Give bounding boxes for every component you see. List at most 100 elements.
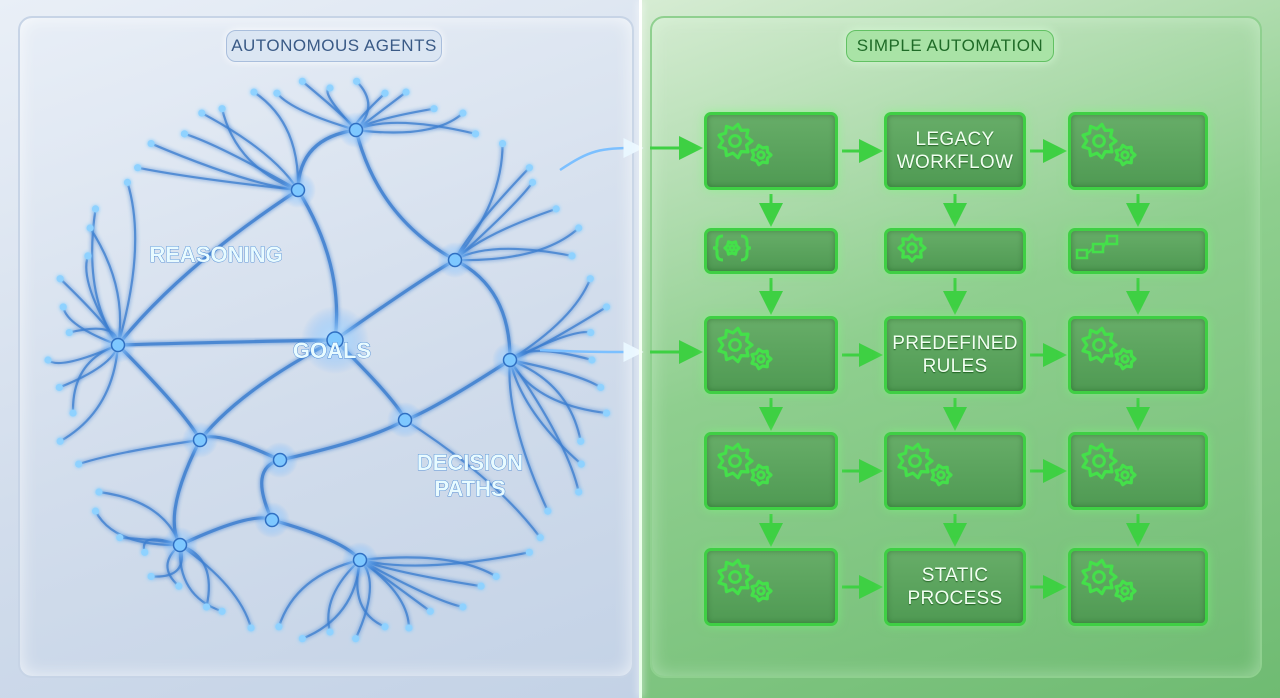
network-branch [508,358,580,494]
network-branch [358,556,498,578]
workflow-box-r1c2: LEGACY WORKFLOW [884,112,1026,190]
network-endpoint [568,252,576,260]
workflow-box-r4c1 [704,432,838,510]
network-endpoint [275,623,283,631]
network-endpoint [59,303,67,311]
network-hub [397,412,413,428]
network-endpoint [326,628,334,636]
network-link [354,128,457,262]
workflow-box-r5c3 [1068,548,1208,626]
network-endpoint [91,205,100,213]
workflow-box-r2c3 [1068,228,1208,274]
network-endpoint [426,607,434,615]
network-endpoint [202,603,211,611]
network-endpoint [298,635,306,643]
workflow-box-r4c3 [1068,432,1208,510]
network-hub [447,252,463,268]
network-hub [502,352,518,368]
node-label-goals: GOALS [293,338,371,363]
network-endpoint [602,409,611,417]
network-endpoint [218,607,226,615]
network-endpoint [525,548,534,556]
workflow-box-r2c2 [884,228,1026,274]
network-link [116,188,300,347]
network-endpoint [471,130,480,138]
network-branch [453,226,580,262]
network-hub [348,122,364,138]
network-endpoint [492,572,500,581]
network-endpoint [55,383,63,392]
simple-automation-title: SIMPLE AUTOMATION [846,30,1054,62]
network-endpoint [459,603,467,611]
network-endpoint [247,624,255,632]
network-endpoint [91,507,100,515]
workflow-box-r5c2: STATIC PROCESS [884,548,1026,626]
workflow-box-r3c2: PREDEFINED RULES [884,316,1026,394]
right-panel-frame [650,16,1262,678]
network-endpoint [552,205,560,213]
network-endpoint [525,164,534,172]
network-branch [183,132,300,192]
network-endpoint [273,89,281,97]
network-hub [272,452,288,468]
workflow-box-label: LEGACY WORKFLOW [896,129,1014,173]
network-endpoint [86,224,94,232]
network-endpoint [218,105,226,113]
network-endpoint [536,534,544,542]
network-endpoint [381,89,389,97]
workflow-box-r2c1 [704,228,838,274]
network-endpoint [175,582,183,590]
network-branch [77,438,202,466]
workflow-box-r3c1 [704,316,838,394]
network-hub [192,432,208,448]
network-endpoint [65,328,73,337]
network-endpoint [353,77,361,85]
network-endpoint [597,383,605,392]
network-endpoint [326,84,334,92]
network-endpoint [477,582,485,590]
network-endpoint [69,409,77,417]
network-endpoint [147,572,155,581]
network-branch [116,181,137,347]
connector-top-arrow [559,138,644,172]
network-endpoint [147,139,155,148]
network-endpoint [588,356,596,364]
network-dots [44,77,611,643]
network-hub [264,512,280,528]
network-endpoint [250,88,258,96]
network-hub [172,537,188,553]
network-endpoint [498,139,507,148]
network-hubs [100,112,528,578]
network-hub [290,182,306,198]
network-endpoint [405,624,413,632]
network-endpoint [134,164,142,172]
network-endpoint [381,623,389,631]
network-endpoint [198,109,206,117]
network-endpoint [180,130,189,138]
network-endpoint [430,105,438,113]
panel-divider [639,0,642,698]
workflow-box-r1c1 [704,112,838,190]
workflow-box-r5c1 [704,548,838,626]
network-endpoint [141,548,149,556]
network-endpoint [116,534,124,542]
autonomous-agents-title: AUTONOMOUS AGENTS [226,30,442,62]
network-endpoint [577,437,585,445]
workflow-box-r3c3 [1068,316,1208,394]
network-branch [136,166,300,192]
network-endpoint [75,460,83,468]
workflow-box-r1c3 [1068,112,1208,190]
network-endpoint [84,252,92,260]
network-endpoint [528,178,537,186]
workflow-box-label: STATIC PROCESS [907,565,1003,609]
network-endpoint [575,488,583,496]
node-label-reasoning: REASONING [149,242,282,267]
network-endpoint [575,224,583,232]
network-endpoint [44,356,52,364]
workflow-box-r4c2 [884,432,1026,510]
network-endpoint [577,460,585,468]
network-endpoint [56,275,64,283]
connector-middle-arrow [539,341,644,362]
